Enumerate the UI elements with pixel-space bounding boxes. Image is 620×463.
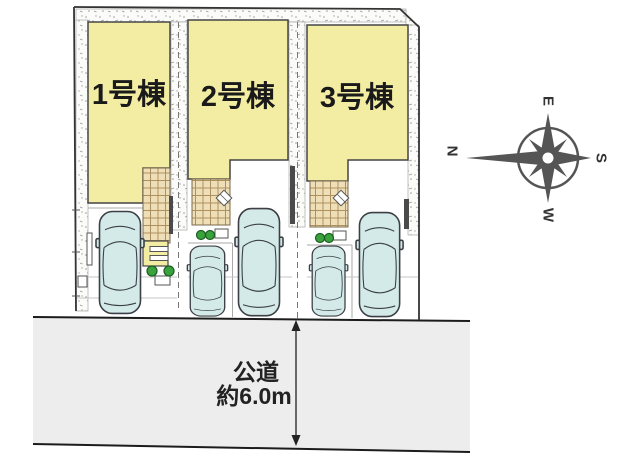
building-3: 3号棟 xyxy=(306,24,409,182)
wall-segment xyxy=(290,166,295,224)
car-icon xyxy=(355,211,404,318)
road-width-label: 約6.0m xyxy=(216,383,291,409)
shrub-icon xyxy=(146,265,158,277)
road-band: 公道 約6.0m xyxy=(32,316,471,453)
shrub-icon xyxy=(314,232,326,244)
building-2: 2号棟 xyxy=(187,19,289,180)
walls-and-utilities xyxy=(77,166,409,288)
utility-box xyxy=(214,228,229,239)
car-icon xyxy=(95,210,145,315)
compass-rose-icon: E S W N xyxy=(444,96,610,223)
compass-label-north: N xyxy=(444,146,461,157)
terrace-step-icon xyxy=(215,189,233,207)
building-1-label: 1号棟 xyxy=(92,78,167,111)
utility-box xyxy=(77,275,88,288)
car-icon xyxy=(186,245,229,317)
shrubs xyxy=(146,229,335,277)
building-2-footprint xyxy=(187,19,289,180)
wall-segment xyxy=(404,199,409,229)
terrace-areas xyxy=(142,167,350,267)
site-boundary xyxy=(72,6,420,320)
building-1: 1号棟 xyxy=(87,21,171,204)
terrace-step-icon xyxy=(332,189,350,207)
utility-box xyxy=(154,275,171,286)
building-2-label: 2号棟 xyxy=(201,80,276,113)
utility-box xyxy=(332,230,347,241)
wall-segment xyxy=(86,232,93,266)
shrub-icon xyxy=(195,229,207,241)
shrub-icon xyxy=(163,265,175,277)
shrub-icon xyxy=(204,229,216,241)
building-3-footprint xyxy=(306,24,409,182)
compass-label-south: S xyxy=(593,153,610,163)
compass-label-west: W xyxy=(540,208,557,223)
entry-steps-icon xyxy=(142,240,169,267)
shrub-icon xyxy=(323,232,335,244)
road-width-arrow xyxy=(291,320,301,446)
building-3-label: 3号棟 xyxy=(320,81,395,114)
terrace-hatch-1 xyxy=(142,167,171,244)
car-icon xyxy=(234,207,284,317)
car-icon xyxy=(308,245,349,317)
wall-segment xyxy=(169,196,173,234)
road-name-label: 公道 xyxy=(233,359,279,385)
compass-label-east: E xyxy=(540,96,557,106)
parked-cars xyxy=(95,207,404,318)
